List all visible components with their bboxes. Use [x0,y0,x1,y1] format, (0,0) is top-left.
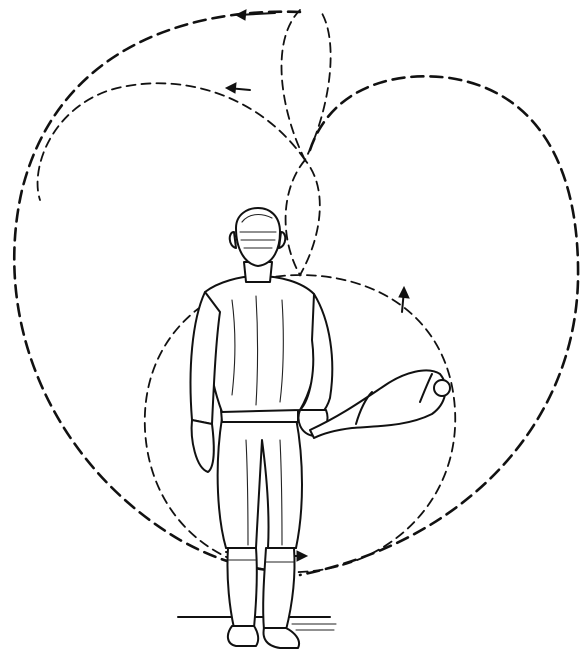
figure-eight-top [281,10,330,160]
inner-loop-left [38,83,305,200]
head [236,208,280,266]
stocking-right [263,548,294,630]
shoe-left [228,626,258,646]
torso [204,276,318,412]
legs [218,418,302,548]
floor [178,617,336,630]
figure-eight-bottom [286,160,320,275]
arrow-icon [226,83,250,93]
hand-left [192,420,214,472]
athlete-figure [191,208,333,648]
club-knob [434,380,450,396]
outer-loop-right [300,76,578,575]
shoe-right [264,628,300,648]
